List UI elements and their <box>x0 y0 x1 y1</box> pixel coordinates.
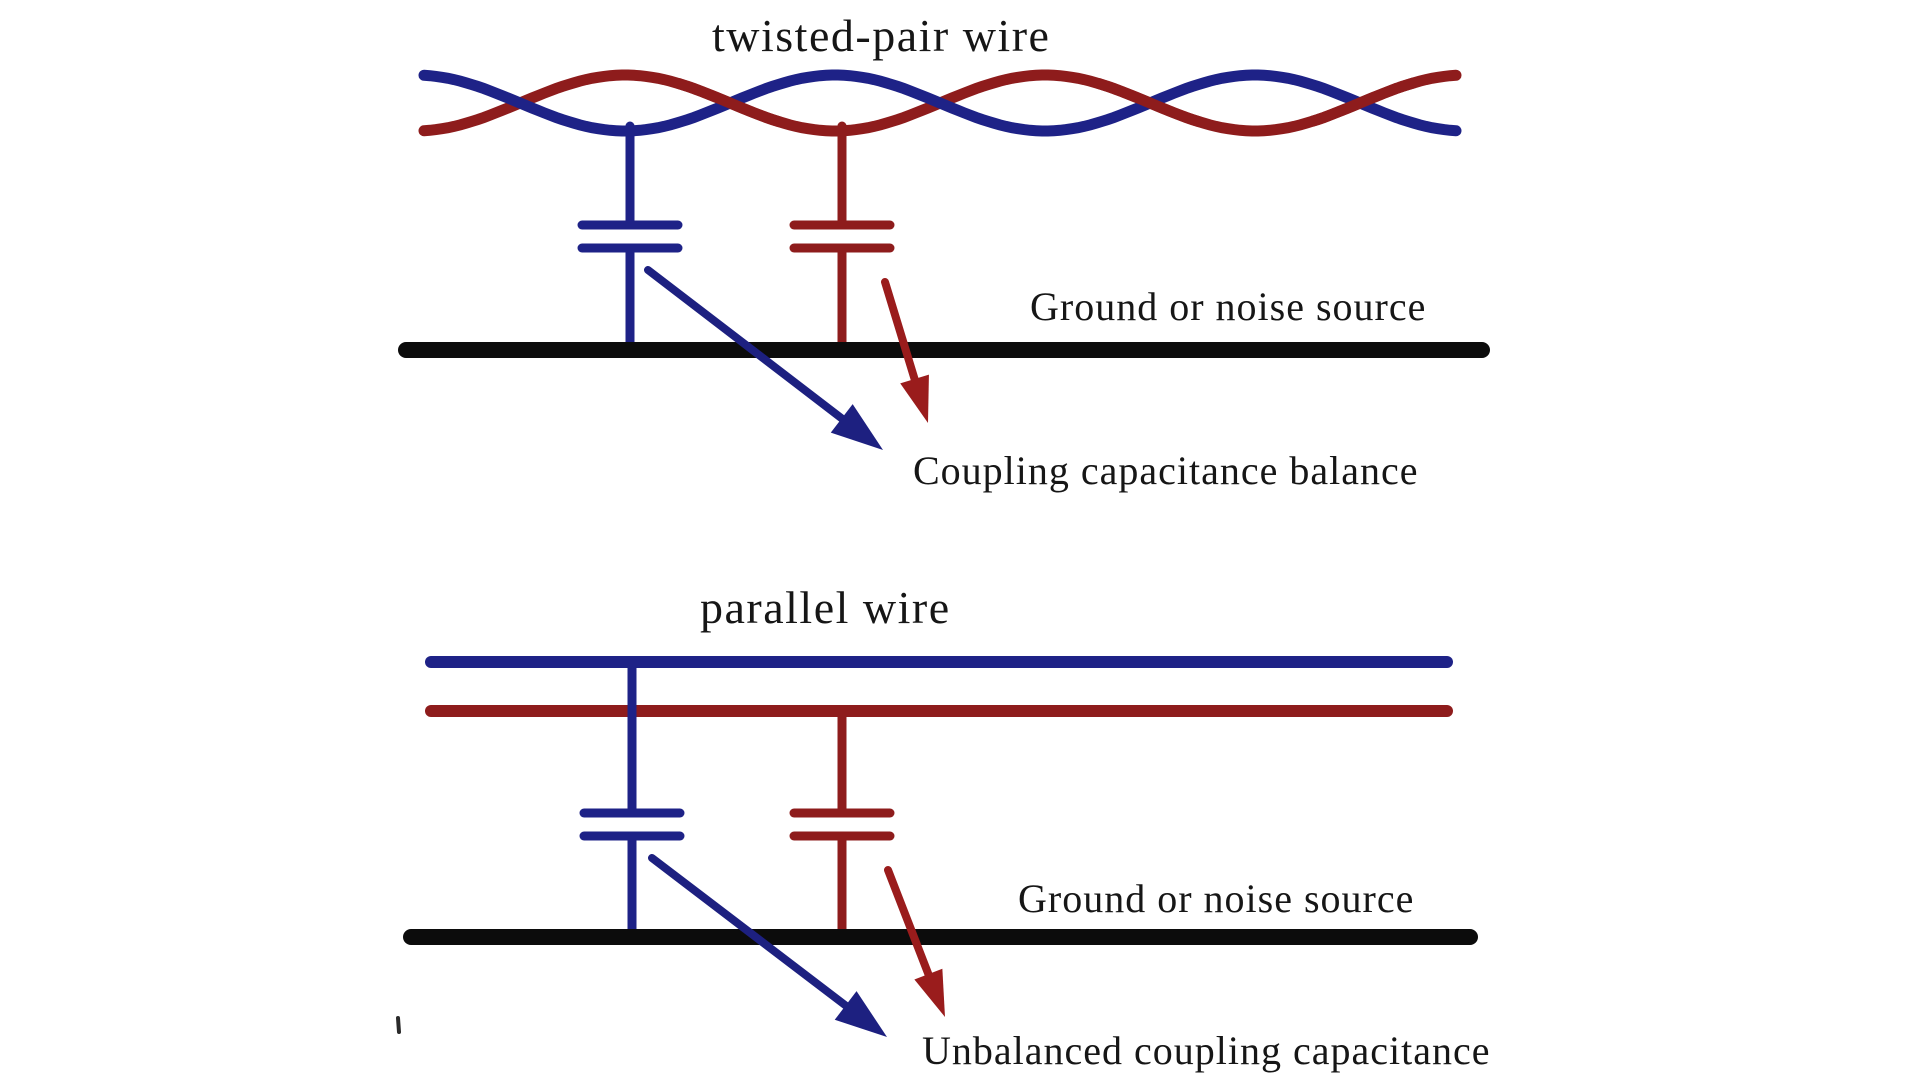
coupling-balance-label: Coupling capacitance balance <box>913 448 1419 493</box>
top-red-arrow-head <box>900 374 929 423</box>
bottom-red-arrow-shaft <box>884 866 935 984</box>
top-blue-arrow-shaft <box>644 266 851 427</box>
unbalanced-coupling-label: Unbalanced coupling capacitance <box>922 1028 1491 1073</box>
top-red-arrow-shaft <box>881 278 921 389</box>
twist-crossover-red-3 <box>1310 77 1416 127</box>
twist-crossover-red-2 <box>1096 78 1202 128</box>
twisted-wire-blue <box>418 69 1462 137</box>
bottom-blue-arrow-head <box>834 991 887 1037</box>
top-blue-arrow-head <box>830 404 883 450</box>
bottom-red-arrow-head <box>914 968 945 1017</box>
ground-label-top: Ground or noise source <box>1030 284 1427 329</box>
bottom-blue-arrow-shaft <box>648 854 855 1014</box>
parallel-wire-title: parallel wire <box>700 582 951 633</box>
twist-crossover-red-1 <box>676 78 782 128</box>
stray-mark <box>396 1016 401 1034</box>
twisted-pair-title: twisted-pair wire <box>712 10 1051 61</box>
ground-label-bottom: Ground or noise source <box>1018 876 1415 921</box>
